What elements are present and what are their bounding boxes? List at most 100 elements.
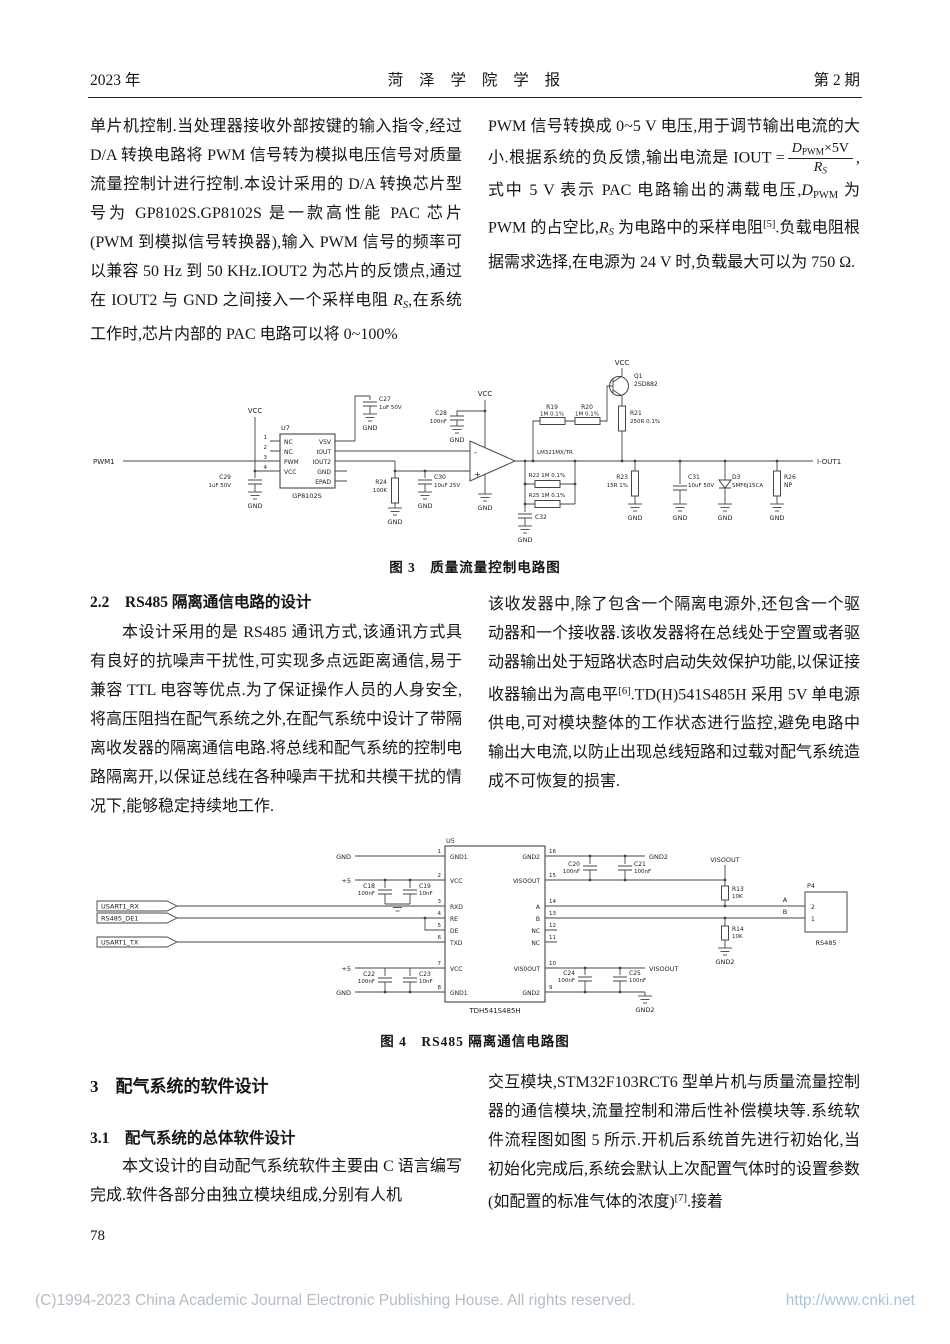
junction-dot bbox=[723, 878, 727, 882]
junction-dot bbox=[383, 990, 387, 994]
circuit-label: NC bbox=[284, 449, 293, 456]
circuit-label: C20 bbox=[568, 861, 580, 868]
junction-dot bbox=[678, 459, 682, 463]
circuit-label: 15R 1% bbox=[607, 483, 628, 489]
page-header: 2023 年 菏 泽 学 院 学 报 第 2 期 bbox=[90, 68, 860, 90]
circuit-label: 100nF bbox=[563, 869, 580, 875]
circuit-label: GND bbox=[363, 424, 378, 432]
junction-dot bbox=[723, 459, 727, 463]
circuit-label: 100nF bbox=[558, 978, 575, 984]
section-2-2-paragraph-left: 本设计采用的是 RS485 通讯方式,该通讯方式具有良好的抗噪声干扰性,可实现多… bbox=[90, 624, 463, 815]
circuit-label: 1M 0.1% bbox=[575, 412, 599, 418]
circuit-label: NC bbox=[531, 928, 540, 935]
circuit-label: 250R 0.1% bbox=[630, 419, 660, 425]
circuit-label: R23 bbox=[616, 474, 628, 481]
circuit-label: 13 bbox=[549, 911, 556, 917]
junction-dot bbox=[588, 854, 592, 858]
circuit-label: C29 bbox=[219, 474, 231, 481]
circuit-label: 10uF 50V bbox=[688, 483, 714, 489]
circuit-label: 100nF bbox=[430, 419, 447, 425]
resistor-r14 bbox=[721, 925, 729, 941]
circuit-label: 8 bbox=[438, 985, 442, 991]
circuit-label: VISOOUT bbox=[649, 965, 678, 973]
circuit-wires bbox=[123, 368, 813, 526]
junction-dot bbox=[393, 469, 397, 473]
circuit-label: GND2 bbox=[522, 990, 540, 997]
page-number: 78 bbox=[90, 1228, 105, 1244]
section-3-paragraph-right: 交互模块,STM32F103RCT6 型单片机与质量流量控制器的通信模块,流量控… bbox=[488, 1074, 861, 1211]
junction-dot bbox=[383, 878, 387, 882]
intro-paragraph-right: PWM 信号转换成 0~5 V 电压,用于调节输出电流的大小.根据系统的负反馈,… bbox=[488, 118, 860, 271]
circuit-label: 2 bbox=[264, 445, 268, 451]
circuit-label: C21 bbox=[634, 861, 646, 868]
section-2-2-heading: 2.2 RS485 隔离通信电路的设计 bbox=[90, 594, 312, 611]
circuit-label: 4 bbox=[438, 911, 442, 917]
circuit-label: V5V bbox=[319, 439, 332, 446]
resistor-r20 bbox=[574, 417, 601, 425]
signal-tag-usart1-rx bbox=[96, 900, 179, 912]
circuit-label: DE bbox=[450, 928, 459, 935]
resistor-r24 bbox=[391, 477, 399, 504]
circuit-label: 6 bbox=[438, 935, 442, 941]
circuit-label: VCC bbox=[615, 359, 630, 367]
connector-p4 bbox=[804, 891, 848, 933]
circuit-label: EPAD bbox=[315, 479, 331, 486]
circuit-label: 3 bbox=[264, 455, 268, 461]
circuit-label: 2 bbox=[438, 873, 442, 879]
circuit-label: RE bbox=[450, 916, 458, 923]
circuit-label: 10K bbox=[732, 894, 743, 900]
junction-dot bbox=[483, 409, 487, 413]
circuit-label: NC bbox=[284, 439, 293, 446]
header-journal-title: 菏 泽 学 院 学 报 bbox=[387, 72, 567, 89]
circuit-label: LM321MX/TR bbox=[537, 450, 573, 456]
circuit-label: PWM1 bbox=[93, 458, 115, 466]
junction-dot bbox=[620, 459, 624, 463]
circuit-label: GND bbox=[388, 518, 403, 526]
circuit-label: 16 bbox=[549, 849, 556, 855]
circuit-label: GND bbox=[418, 502, 433, 510]
circuit-label: 100nF bbox=[634, 869, 651, 875]
circuit-label: C27 bbox=[379, 396, 391, 403]
circuit-label: - bbox=[474, 448, 477, 457]
junction-dot bbox=[623, 878, 627, 882]
resistor-r23 bbox=[631, 470, 639, 497]
circuit-label: 4 bbox=[264, 465, 268, 471]
circuit-label: 1uF 50V bbox=[208, 483, 231, 489]
circuit-label: 1 bbox=[811, 916, 815, 923]
circuit-label: GP8102S bbox=[292, 492, 322, 500]
circuit-label: R24 bbox=[375, 479, 387, 486]
footer-url: http://www.cnki.net bbox=[785, 1292, 915, 1309]
circuit-label: RS485 bbox=[815, 939, 836, 947]
circuit-label: NC bbox=[531, 940, 540, 947]
junction-dot bbox=[253, 469, 257, 473]
junction-dot bbox=[423, 916, 427, 920]
circuit-label: C22 bbox=[363, 971, 375, 978]
circuit-label: USART1_RX bbox=[101, 903, 139, 911]
junction-dot bbox=[523, 502, 527, 506]
circuit-label: GND bbox=[478, 504, 493, 512]
circuit-label: 10K bbox=[732, 934, 743, 940]
circuit-label: C25 bbox=[629, 970, 641, 977]
junction-dot bbox=[583, 966, 587, 970]
resistor-r13 bbox=[721, 885, 729, 901]
circuit-label: 10nF bbox=[419, 891, 433, 897]
circuit-label: VCC bbox=[450, 966, 462, 973]
opamp-symbol bbox=[469, 440, 517, 482]
figure4-caption: 图 4 RS485 隔离通信电路图 bbox=[380, 1034, 570, 1049]
circuit-label: Q1 bbox=[634, 373, 643, 380]
circuit-label: GND bbox=[518, 536, 533, 544]
circuit-label: GND2 bbox=[715, 958, 734, 966]
circuit-label: R25 1M 0.1% bbox=[529, 493, 566, 499]
circuit-label: C18 bbox=[363, 883, 375, 890]
circuit-label: GND2 bbox=[649, 853, 668, 861]
figure4-circuit-svg: U5TDH541S485H12345678161514131211109GND1… bbox=[96, 837, 848, 1015]
circuit-label: TXD bbox=[449, 940, 463, 947]
resistor-r21 bbox=[618, 405, 626, 432]
junction-dot bbox=[723, 916, 727, 920]
circuit-label: TDH541S485H bbox=[468, 1007, 520, 1015]
page-footer: (C)1994-2023 China Academic Journal Elec… bbox=[35, 1292, 915, 1310]
circuit-label: RS485_DE1 bbox=[101, 915, 139, 923]
circuit-label: + bbox=[474, 470, 481, 479]
circuit-label: U5 bbox=[446, 837, 455, 845]
circuit-label: RXD bbox=[450, 904, 463, 911]
